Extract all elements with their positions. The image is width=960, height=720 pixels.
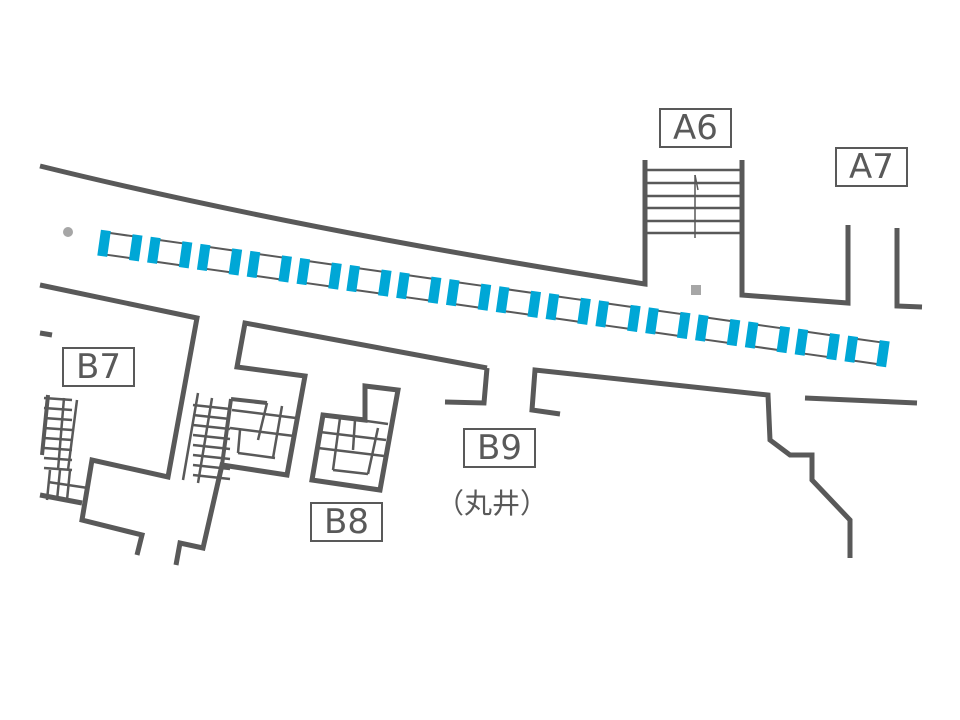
stair-line <box>43 436 73 442</box>
ticket-gate <box>147 236 193 269</box>
stair-line <box>220 398 233 466</box>
stair-line <box>43 406 73 412</box>
stair-line <box>43 396 73 402</box>
stair-line <box>56 397 66 471</box>
east-wall <box>804 395 918 406</box>
stair-line <box>230 397 268 405</box>
stair-line <box>322 413 389 426</box>
center-block-wall <box>173 320 488 566</box>
a7-wall <box>894 228 923 310</box>
stair-line <box>43 426 73 432</box>
stair-line <box>229 426 295 438</box>
stair-line <box>237 451 276 460</box>
b9-left-wall <box>444 367 490 406</box>
stairs <box>40 160 741 501</box>
stair-line <box>40 394 50 456</box>
stair-line <box>192 423 231 431</box>
b7-wall <box>39 282 200 556</box>
ticket-gate <box>445 279 492 311</box>
stair-line <box>236 429 242 454</box>
south-east-wall <box>529 367 853 558</box>
exit-label-a6[interactable]: A6 <box>659 108 732 148</box>
ticket-gate <box>595 300 641 332</box>
stair-line <box>366 427 380 475</box>
ticket-gate <box>346 265 392 297</box>
stair-line <box>256 402 269 441</box>
ticket-gate <box>744 321 791 354</box>
a6-right-wall <box>739 160 851 306</box>
ticket-gate <box>495 286 542 318</box>
exit-label-b9[interactable]: B9 <box>463 428 536 468</box>
ticket-gate <box>545 293 591 325</box>
stair-line <box>196 397 214 484</box>
exit-label-b7[interactable]: B7 <box>62 347 135 387</box>
ticket-gate <box>695 314 741 347</box>
stair-line <box>181 392 200 481</box>
stair-line <box>43 446 73 452</box>
ticket-gate <box>396 272 442 304</box>
exit-sublabel-b9: （丸井） <box>436 487 549 520</box>
stair-line <box>694 174 699 191</box>
ticket-gate <box>794 328 840 361</box>
ticket-gate <box>645 307 691 340</box>
stair-line <box>192 403 231 411</box>
stair-line <box>55 469 62 501</box>
marker-dot <box>63 227 73 237</box>
ticket-gate <box>196 243 243 276</box>
ticket-gate <box>246 250 292 283</box>
stair-line <box>192 463 231 471</box>
north-wall <box>39 160 648 287</box>
stair-line <box>66 399 79 471</box>
stair-line <box>192 473 231 481</box>
stair-line <box>271 405 284 459</box>
ticket-gate <box>97 229 143 262</box>
b7-top-stub <box>39 330 53 338</box>
stair-line <box>351 419 357 451</box>
stair-line <box>331 417 342 471</box>
stair-line <box>47 480 89 490</box>
stair-line <box>43 416 73 422</box>
exit-label-a7[interactable]: A7 <box>835 147 908 187</box>
stair-line <box>192 413 231 421</box>
stair-line <box>45 469 52 501</box>
ticket-gates <box>97 229 890 368</box>
stair-line <box>332 468 369 476</box>
marker-square <box>691 285 701 295</box>
exit-label-b8[interactable]: B8 <box>310 502 383 542</box>
stair-line <box>231 408 297 420</box>
ticket-gate <box>296 257 342 290</box>
ticket-gate <box>844 335 890 368</box>
